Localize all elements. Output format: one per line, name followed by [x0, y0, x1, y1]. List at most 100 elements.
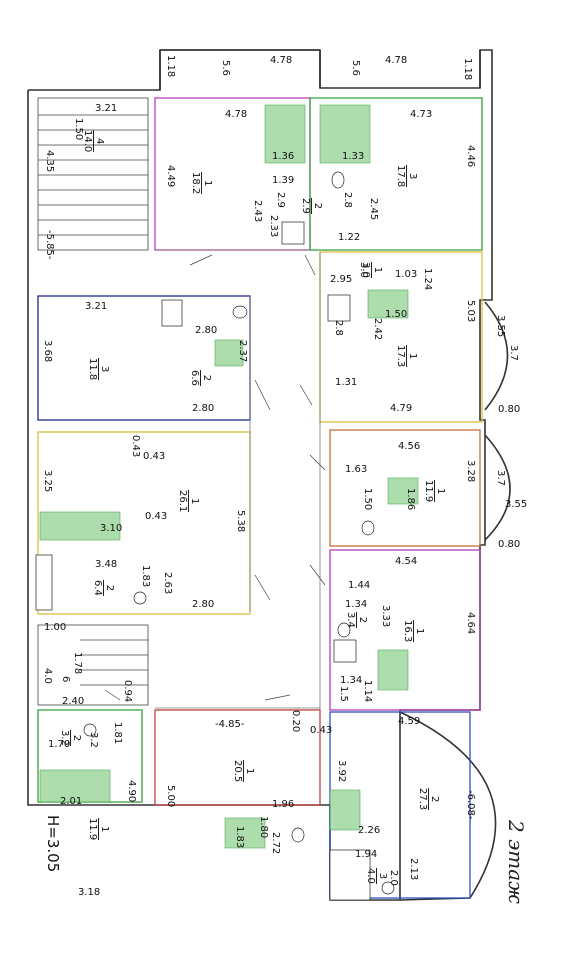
dim-label: 1.78 [72, 652, 83, 675]
dim-label: 4.54 [395, 556, 418, 567]
dim-label: 1.31 [335, 377, 358, 388]
floor-caption: 2 этаж [504, 820, 528, 904]
dim-label: 3.7 [495, 470, 506, 486]
dim-label: 4.78 [270, 55, 293, 66]
apt-right-purple [329, 549, 481, 711]
dim-label: 3.33 [380, 605, 391, 628]
dim-label: 2.40 [62, 696, 85, 707]
dim-label: 0.94 [122, 680, 133, 703]
dim-label: 1.34 [345, 599, 368, 610]
dim-label: 4.78 [225, 109, 248, 120]
dim-label: 5.6 [220, 60, 231, 76]
dim-label: 3.25 [42, 470, 53, 493]
dim-label: 4.59 [398, 716, 421, 727]
bay-window [399, 711, 497, 901]
dim-label: 2.37 [237, 340, 248, 363]
wet-zone [329, 789, 361, 831]
wet-zone [264, 104, 306, 164]
dim-label: 1.80 [258, 816, 269, 839]
balcony-right-2 [484, 434, 511, 541]
dim-label: 1.34 [340, 675, 363, 686]
dim-label: 0.43 [145, 511, 168, 522]
dim-label: 0.80 [498, 404, 521, 415]
ceiling-height-label: H=3.05 [44, 815, 62, 873]
wet-zone [39, 511, 121, 541]
apt-right-orange [329, 429, 481, 547]
dim-label: 3.28 [465, 460, 476, 483]
dim-label: 3.18 [78, 887, 101, 898]
dim-label: 2.8 [342, 192, 353, 208]
dim-label: 1.70 [48, 739, 71, 750]
wet-zone [224, 817, 266, 849]
dim-label: 1.44 [348, 580, 371, 591]
dim-label: 2.33 [268, 215, 279, 238]
dim-label: 4.0 [42, 668, 53, 684]
dim-label: 1.22 [338, 232, 361, 243]
balcony-top [159, 49, 481, 90]
dim-label: 1.81 [112, 722, 123, 745]
dim-label: 2.43 [252, 200, 263, 223]
dim-label: 3.10 [100, 523, 123, 534]
wet-zone [319, 104, 371, 164]
toilet-icon [381, 881, 395, 895]
dim-label: 1.18 [165, 55, 176, 78]
dim-label: 2.95 [330, 274, 353, 285]
toilet-icon [133, 591, 147, 605]
shower-icon [281, 221, 305, 245]
dim-label: 3.92 [336, 760, 347, 783]
dim-label: 6 [60, 676, 71, 683]
dim-label: 2.80 [192, 403, 215, 414]
dim-label: 1.14 [362, 680, 373, 703]
dim-label: 4.90 [126, 780, 137, 803]
dim-label: 0.20 [290, 710, 301, 733]
dim-label: 1.63 [345, 464, 368, 475]
dim-label: 2.0 [388, 870, 399, 886]
toilet-icon [331, 171, 345, 189]
dim-label: 1.03 [395, 269, 418, 280]
dim-label: 2.26 [358, 825, 381, 836]
dim-label: 5.38 [235, 510, 246, 533]
toilet-icon [337, 622, 351, 638]
dim-label: 1.94 [355, 849, 378, 860]
dim-label: 2.9 [275, 192, 286, 208]
bathtub-icon [329, 849, 371, 901]
dim-label: 3.55 [495, 315, 506, 338]
dim-label: 2.80 [195, 325, 218, 336]
bathtub-icon [35, 554, 53, 611]
toilet-icon [232, 305, 248, 319]
dim-label: 4.49 [165, 165, 176, 188]
dim-label: 2.72 [270, 832, 281, 855]
dim-label: 1.00 [44, 622, 67, 633]
dim-label: 1.18 [462, 58, 473, 81]
dim-label: 1.50 [385, 309, 408, 320]
dim-label: 4.73 [410, 109, 433, 120]
dim-label: 3.2 [88, 732, 99, 748]
wet-zone [387, 477, 419, 505]
dim-label: 5.03 [465, 300, 476, 323]
dim-label: 3.21 [95, 103, 118, 114]
dim-label: 2.80 [192, 599, 215, 610]
dim-label: 2.42 [372, 318, 383, 341]
dim-label: 3.48 [95, 559, 118, 570]
balcony-right-1 [484, 301, 509, 411]
stairs-top [37, 97, 149, 251]
dim-label: 0.43 [143, 451, 166, 462]
dim-label: 0.43 [130, 435, 141, 458]
shower-icon [161, 299, 183, 327]
dim-label: 1.39 [272, 175, 295, 186]
dim-label: 3.7 [508, 345, 519, 361]
dim-label: -6.08- [465, 790, 476, 820]
